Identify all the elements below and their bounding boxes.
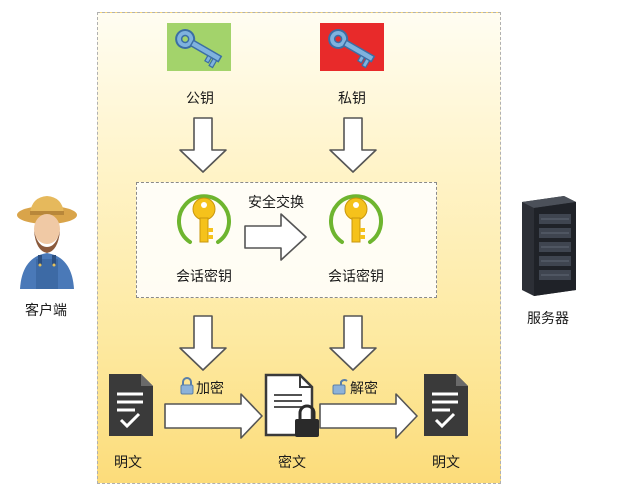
session-key-right-icon — [329, 194, 383, 244]
unlock-icon — [332, 379, 348, 395]
exchange-label: 安全交换 — [248, 195, 304, 211]
server-label: 服务器 — [527, 311, 569, 327]
public-key-label: 公钥 — [186, 91, 214, 107]
decrypt-flow-arrow — [319, 393, 418, 439]
lock-icon — [180, 377, 194, 395]
down-arrow-public — [179, 117, 227, 173]
decrypt-label: 解密 — [350, 381, 378, 397]
ciphertext-label: 密文 — [278, 455, 306, 471]
session-key-left-label: 会话密钥 — [176, 269, 232, 285]
private-key-label: 私钥 — [338, 91, 366, 107]
public-key-icon — [167, 23, 231, 71]
session-key-right-label: 会话密钥 — [328, 269, 384, 285]
plaintext-document-icon — [109, 374, 153, 436]
session-key-left-icon — [177, 194, 231, 244]
plaintext-right-label: 明文 — [432, 455, 460, 471]
plaintext-document-right-icon — [424, 374, 468, 436]
ciphertext-document-icon — [264, 373, 319, 437]
plaintext-left-label: 明文 — [114, 455, 142, 471]
down-arrow-encrypt — [179, 315, 227, 371]
farmer-icon — [17, 196, 77, 289]
private-key-icon — [320, 23, 384, 71]
down-arrow-decrypt — [329, 315, 377, 371]
exchange-arrow — [244, 213, 307, 261]
client-label: 客户端 — [25, 303, 67, 319]
encrypt-label: 加密 — [196, 381, 224, 397]
encrypt-flow-arrow — [164, 393, 263, 439]
server-icon — [522, 196, 576, 296]
down-arrow-private — [329, 117, 377, 173]
